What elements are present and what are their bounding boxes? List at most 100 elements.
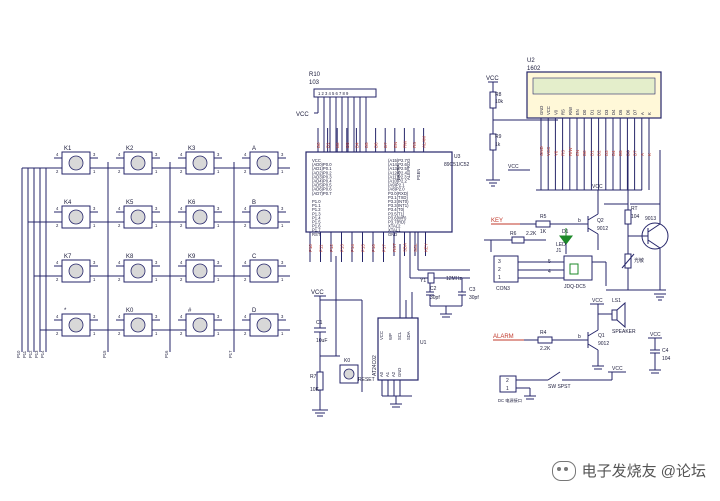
crystal-ref: Y1: [420, 278, 426, 284]
lcd-pin-signal: GND: [539, 146, 544, 156]
lcd-pin-label: D3: [604, 109, 609, 115]
q3-part: 9013: [645, 216, 656, 222]
mcu-pin-left: P1.6: [312, 224, 321, 229]
key-pin: 3: [281, 152, 284, 157]
mcu-pin-right: (A11)P2.3: [388, 174, 407, 179]
mcu-bottom-signal: KEY: [424, 243, 429, 252]
mcu-top-signal: ALAM: [422, 136, 427, 148]
eeprom-part: AT24C02: [372, 355, 378, 376]
mcu-pin-left: (AD4)P0.4: [312, 179, 332, 184]
con3-ref: CON3: [496, 286, 510, 292]
key-pin: 2: [56, 277, 59, 282]
key-pin: 3: [93, 206, 96, 211]
mcu-bottom-signal: SDA: [403, 243, 408, 252]
r7-ref: R7: [310, 374, 317, 380]
mcu-bottom-signal: P17: [382, 244, 387, 252]
mcu-pin-right: P3.6(WR): [388, 215, 407, 220]
ls1-ref: LS1: [612, 298, 621, 304]
bus-label: P10: [16, 350, 21, 358]
lcd-pin-label: V0: [553, 109, 558, 115]
key-label: *: [64, 308, 67, 314]
mcu-pin-right: (A15)P2.7: [388, 158, 408, 163]
lcd-pin-signal: D7: [633, 150, 638, 156]
mcu-pin-right: P3.2(INT0): [388, 199, 409, 204]
q2-part: 9012: [597, 226, 608, 232]
mcu-pin-left: P1.4: [312, 215, 321, 220]
con3-pin1: 1: [498, 275, 501, 281]
k0-ref: K0: [344, 358, 350, 364]
key-pin: 2: [56, 169, 59, 174]
d1-ref: D1: [562, 229, 569, 235]
svg-text:1 2 3 4 5 6 7 8 9: 1 2 3 4 5 6 7 8 9: [318, 91, 349, 96]
q2-vcc: VCC: [592, 184, 603, 190]
mcu-pin-right: (A8)P2.0: [388, 187, 405, 192]
key-pin: 3: [217, 260, 220, 265]
r4-value: 2.2K: [540, 346, 551, 352]
r8-value: 10k: [495, 99, 504, 105]
eeprom-pin: VCC: [379, 331, 384, 340]
mcu-pin-left: (AD1)P0.1: [312, 166, 332, 171]
crystal-value: 12MHz: [446, 276, 462, 282]
lcd-pin-label: GND: [539, 106, 544, 115]
mcu-pin-right: (A13)P2.5: [388, 166, 408, 171]
lcd-pin-label: D2: [597, 109, 602, 115]
dc-pin2: 2: [506, 378, 509, 384]
eeprom-pin: SDA: [406, 331, 411, 340]
key-pin: 2: [118, 277, 121, 282]
lcd-pin-label: D4: [611, 109, 616, 115]
key-label: K8: [126, 254, 134, 260]
mcu-pin-left: (AD5)P0.5: [312, 183, 332, 188]
key-label: A: [252, 146, 256, 152]
key-pin: 1: [93, 277, 96, 282]
lcd-pin-signal: A: [640, 153, 645, 156]
lcd-pin-signal: V0: [553, 150, 558, 156]
q2-ref: Q2: [597, 218, 604, 224]
key-pin: 4: [244, 314, 247, 319]
mcu-bottom-signal: P11: [319, 244, 324, 252]
mcu-pin-right: XTAL2: [388, 224, 401, 229]
key-pin: 2: [244, 169, 247, 174]
mcu-pin-left: (AD6)P0.6: [312, 187, 332, 192]
c4-vcc: VCC: [650, 332, 661, 338]
q2-base: b: [578, 218, 581, 224]
key-label: K6: [188, 200, 196, 206]
key-pin: 2: [180, 277, 183, 282]
mcu-pin-right: GND: [388, 232, 397, 237]
mcu-pin-left: (AD7)P0.7: [312, 191, 332, 196]
lcd-pin-label: D5: [618, 109, 623, 115]
lcd-pin-signal: D5: [618, 150, 623, 156]
key-pin: 2: [118, 169, 121, 174]
lcd-pin-label: D7: [633, 109, 638, 115]
c2-value: 30pf: [430, 295, 440, 301]
key-pin: 2: [56, 223, 59, 228]
key-label: #: [188, 308, 192, 314]
mcu-pin-left: P1.7: [312, 228, 321, 233]
mcu-top-signal: D4: [354, 142, 359, 148]
mcu-top-label: ALE/PROG: [406, 159, 411, 180]
key-pin: 4: [56, 314, 59, 319]
r10-vcc: VCC: [296, 112, 309, 118]
key-label: K1: [64, 146, 72, 152]
mcu-top-label: PSEN: [416, 169, 421, 180]
mcu-pin-left: (AD2)P0.2: [312, 170, 332, 175]
c1-ref: C1: [316, 320, 323, 326]
r9-value: 1k: [495, 142, 501, 148]
mcu-top-signal: D3: [345, 142, 350, 148]
key-pin: 3: [217, 206, 220, 211]
mcu-pin-right: XTAL1: [388, 228, 401, 233]
key-label: K3: [188, 146, 196, 152]
lcd-pin-label: D6: [625, 109, 630, 115]
lcd-pin-signal: D4: [611, 150, 616, 156]
key-pin: 3: [155, 314, 158, 319]
mcu-bottom-signal: RST: [392, 243, 397, 252]
lcd-pin-label: R/W: [568, 107, 573, 115]
watermark: 电子发烧友 @论坛: [551, 460, 706, 481]
con3-pin2: 2: [498, 267, 501, 273]
relay-pin4: 4: [548, 269, 551, 275]
lcd-pin-signal: EN: [575, 150, 580, 156]
key-label: C: [252, 254, 257, 260]
